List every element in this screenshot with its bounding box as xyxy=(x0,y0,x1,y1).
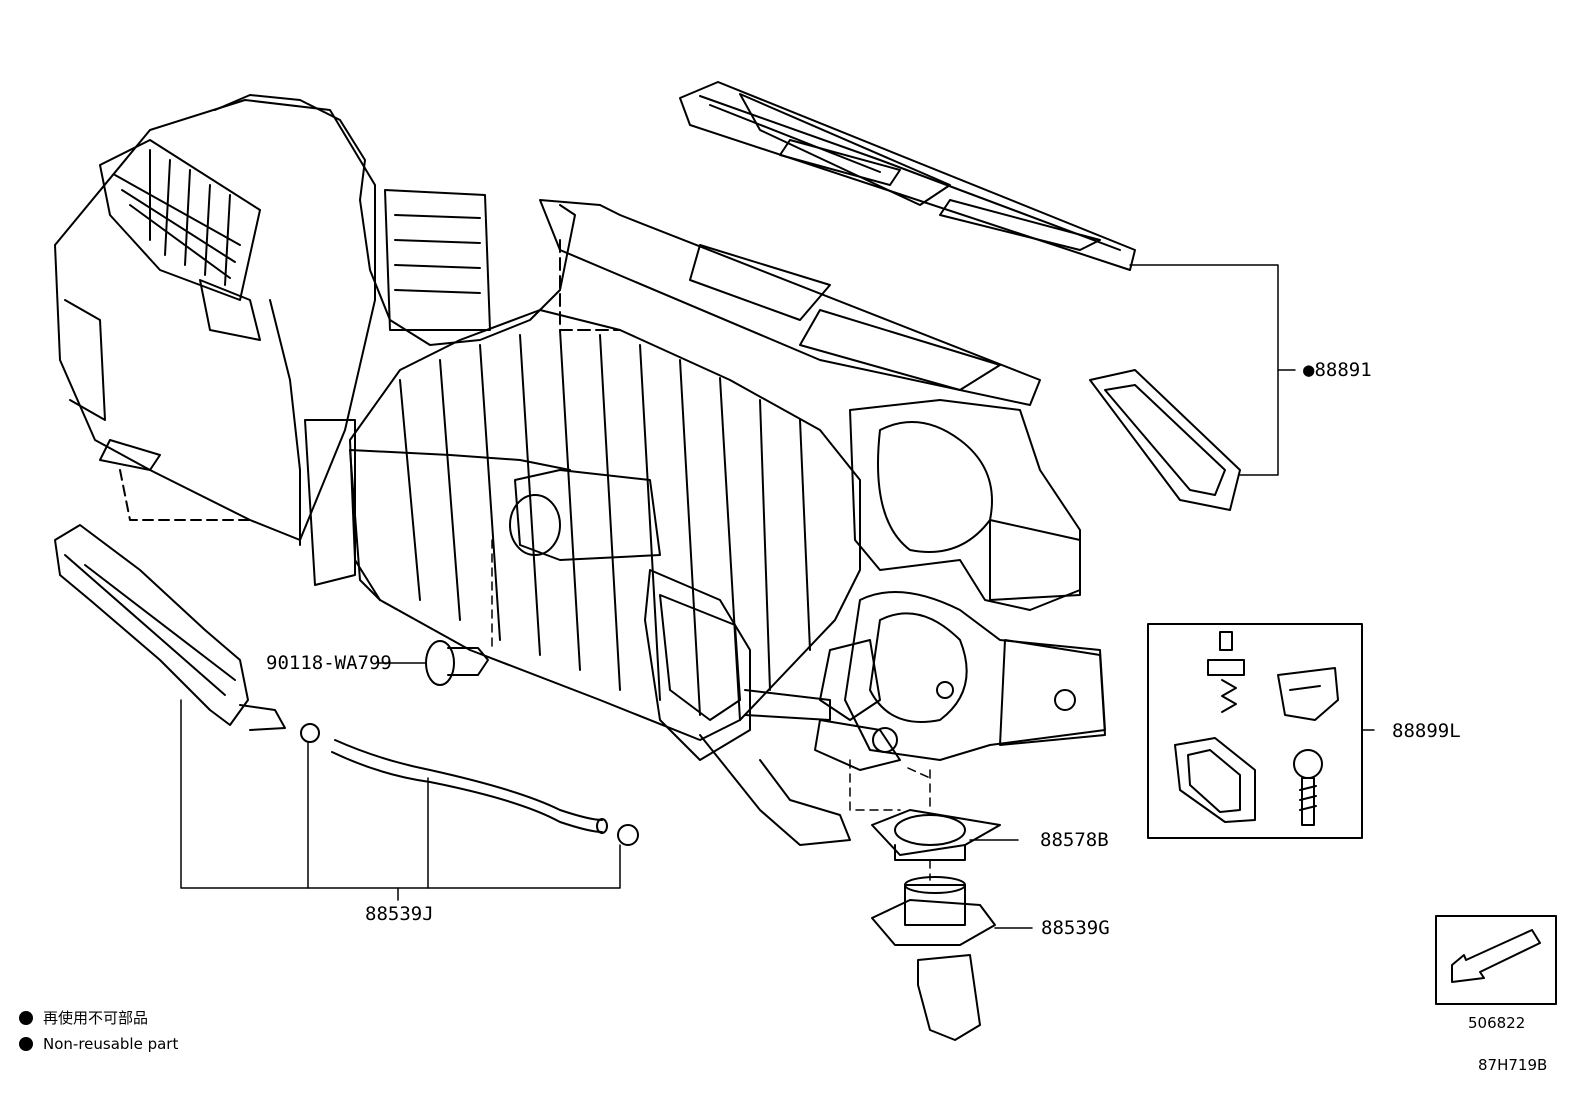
hose-and-clamps xyxy=(300,723,639,846)
callout-88578B[interactable]: 88578B xyxy=(1040,829,1109,851)
heater-unit-left xyxy=(54,94,376,586)
legend-jp-text: 再使用不可部品 xyxy=(43,1009,149,1027)
blower-motor-assembly xyxy=(814,399,1106,771)
filter-frame xyxy=(679,81,1136,271)
gasket-ring xyxy=(1089,369,1241,511)
leader-lines xyxy=(180,264,1375,929)
legend-jp: 再使用不可部品 xyxy=(19,1009,148,1027)
side-bracket xyxy=(54,524,286,731)
wire-harness xyxy=(349,199,576,471)
kit-box xyxy=(1147,623,1363,839)
view-reference-code: 506822 xyxy=(1468,1014,1526,1032)
callout-88899L[interactable]: 88899L xyxy=(1392,720,1461,742)
callout-88539G[interactable]: 88539G xyxy=(1041,917,1110,939)
push-clip xyxy=(425,640,489,686)
drawing-id: 87H719B xyxy=(1478,1056,1548,1074)
view-arrow-icon xyxy=(1451,929,1541,983)
drain-parts xyxy=(871,809,1001,1041)
dashed-guides xyxy=(491,539,931,881)
bullet-icon xyxy=(19,1037,33,1051)
blower-housing-center xyxy=(349,189,1041,846)
legend-en: Non-reusable part xyxy=(19,1035,178,1053)
legend-en-text: Non-reusable part xyxy=(43,1035,179,1053)
view-direction-box xyxy=(1435,915,1557,1005)
callout-90118-WA799[interactable]: 90118-WA799 xyxy=(266,652,392,674)
callout-88539J[interactable]: 88539J xyxy=(365,903,434,925)
bullet-icon xyxy=(19,1011,33,1025)
callout-88891[interactable]: ●88891 xyxy=(1303,359,1372,381)
